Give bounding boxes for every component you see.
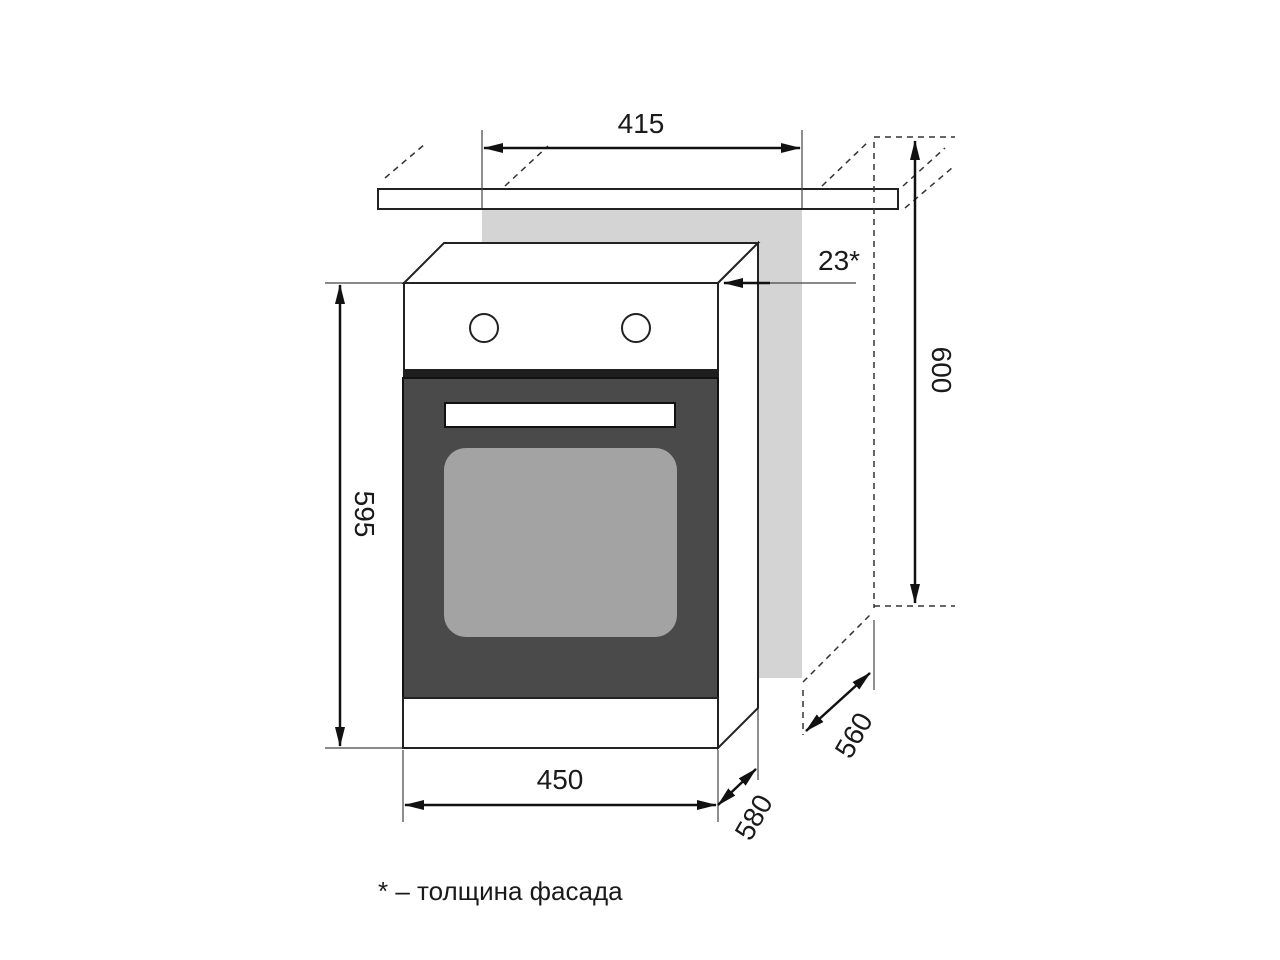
oven-depth-arrow: [717, 768, 757, 806]
niche-width-label: 415: [618, 108, 665, 139]
dashed-guides: [384, 136, 955, 735]
niche-height-label: 600: [926, 347, 957, 394]
footnote: * – толщина фасада: [378, 876, 623, 906]
countertop: [377, 188, 899, 210]
door-window: [444, 448, 677, 637]
oven-side-panel: [717, 240, 759, 751]
niche-depth-arrow: [805, 672, 871, 732]
right-knob-icon: [621, 313, 651, 343]
oven-door: [403, 370, 718, 378]
oven-height-label: 595: [349, 491, 380, 538]
oven-top-surface: [401, 242, 761, 284]
facade-thickness-label: 23*: [818, 245, 860, 276]
control-panel: [403, 282, 719, 371]
left-knob-icon: [469, 313, 499, 343]
door-handle: [444, 402, 676, 428]
niche-depth-label: 560: [829, 707, 879, 763]
oven-width-label: 450: [537, 764, 584, 795]
oven-depth-label: 580: [729, 789, 779, 845]
bottom-drawer: [402, 697, 719, 749]
